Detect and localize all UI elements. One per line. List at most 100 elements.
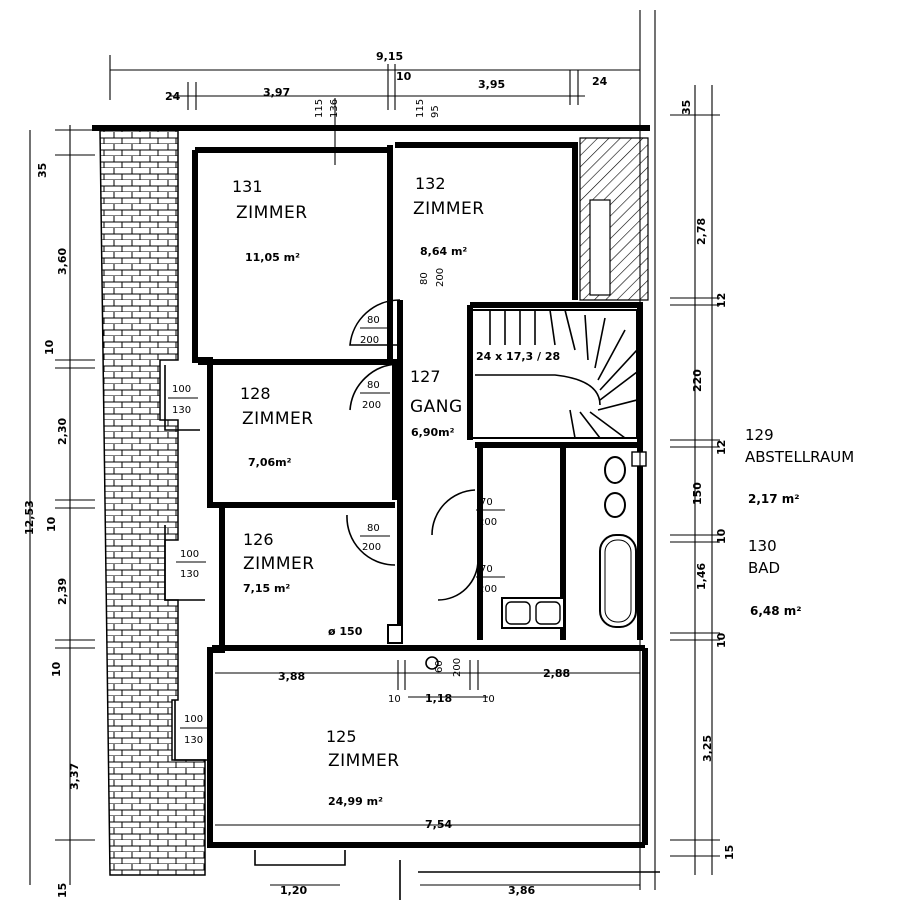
room-area: 24,99 m² — [328, 795, 383, 808]
svg-text:80: 80 — [419, 272, 430, 285]
svg-text:3,95: 3,95 — [478, 78, 505, 91]
room-number: 125 — [326, 727, 357, 746]
room-area: 2,17 m² — [748, 492, 800, 506]
svg-text:100: 100 — [180, 549, 199, 560]
room-number: 131 — [232, 177, 263, 196]
room-number: 130 — [748, 537, 777, 555]
right-hatch — [579, 137, 649, 301]
door-labels: 80 200 80 200 80 200 70 200 70 200 80 20… — [360, 268, 505, 677]
room-name: ZIMMER — [236, 203, 308, 223]
svg-text:7,54: 7,54 — [425, 818, 452, 831]
svg-text:2,39: 2,39 — [56, 578, 69, 605]
door-label: 80 200 — [360, 380, 390, 411]
room-126: 126 ZIMMER 7,15 m² — [243, 530, 315, 595]
room-name: BAD — [748, 559, 780, 577]
door-label: 80 200 — [360, 315, 390, 346]
door-label: 70 200 — [476, 564, 505, 595]
svg-text:10: 10 — [715, 528, 728, 544]
room-130: 130 BAD 6,48 m² — [748, 537, 802, 618]
svg-text:200: 200 — [362, 542, 381, 553]
room-area: 7,15 m² — [243, 582, 290, 595]
svg-text:150: 150 — [691, 482, 704, 505]
svg-text:115: 115 — [314, 99, 325, 118]
room-name: ZIMMER — [242, 409, 314, 429]
room-129: 129 ABSTELLRAUM 2,17 m² — [745, 426, 854, 506]
svg-text:200: 200 — [362, 400, 381, 411]
room-number: 126 — [243, 530, 274, 549]
svg-text:3,60: 3,60 — [56, 248, 69, 275]
room-131: 131 ZIMMER 11,05 m² — [232, 177, 308, 264]
svg-text:200: 200 — [478, 584, 497, 595]
svg-text:3,25: 3,25 — [701, 735, 714, 762]
svg-text:80: 80 — [367, 523, 380, 534]
bathroom-fixtures — [501, 451, 647, 629]
door-label-vertical: 60 200 — [434, 658, 463, 677]
svg-text:100: 100 — [172, 384, 191, 395]
window-labels: 100 130 100 130 100 130 — [168, 384, 210, 746]
svg-text:70: 70 — [480, 564, 493, 575]
svg-text:12: 12 — [715, 440, 728, 455]
svg-text:130: 130 — [180, 569, 199, 580]
svg-text:80: 80 — [367, 315, 380, 326]
svg-text:35: 35 — [680, 100, 693, 115]
room-area: 7,06m² — [248, 456, 292, 469]
svg-text:130: 130 — [172, 405, 191, 416]
svg-text:10: 10 — [43, 339, 56, 355]
svg-text:3,88: 3,88 — [278, 670, 305, 683]
door-label-vertical: 80 200 — [419, 268, 446, 287]
room-125: 125 ZIMMER 24,99 m² — [326, 727, 400, 808]
svg-text:3,97: 3,97 — [263, 86, 290, 99]
svg-text:200: 200 — [360, 335, 379, 346]
window-label: 100 130 — [180, 714, 210, 746]
room-name: GANG — [410, 397, 463, 417]
svg-text:12,53: 12,53 — [23, 500, 36, 535]
svg-text:200: 200 — [435, 268, 446, 287]
roof-slope-hatch — [99, 129, 206, 876]
room-number: 132 — [415, 174, 446, 193]
svg-text:2,30: 2,30 — [56, 418, 69, 445]
svg-text:70: 70 — [480, 497, 493, 508]
room-name: ZIMMER — [243, 554, 315, 574]
dimensions-left: 35 3,60 10 2,30 12,53 10 2,39 10 3,37 15 — [23, 125, 95, 898]
svg-text:80: 80 — [367, 380, 380, 391]
svg-text:9,15: 9,15 — [376, 50, 403, 63]
room-area: 8,64 m² — [420, 245, 467, 258]
door-swings — [346, 299, 479, 670]
dimensions-top: 9,15 24 3,97 10 3,95 24 115 136 115 95 — [109, 10, 656, 890]
svg-text:60: 60 — [434, 660, 445, 673]
svg-text:95: 95 — [430, 105, 441, 118]
staircase: 24 x 17,3 / 28 — [471, 309, 638, 439]
svg-text:10: 10 — [482, 694, 495, 705]
stairs-label: 24 x 17,3 / 28 — [476, 350, 560, 363]
svg-text:115: 115 — [415, 99, 426, 118]
svg-text:10: 10 — [715, 632, 728, 648]
room-name: ZIMMER — [328, 751, 400, 771]
svg-text:1,46: 1,46 — [695, 563, 708, 590]
svg-text:10: 10 — [50, 661, 63, 677]
svg-text:15: 15 — [723, 845, 736, 860]
svg-text:1,18: 1,18 — [425, 692, 452, 705]
svg-text:3,86: 3,86 — [508, 884, 535, 897]
room-number: 129 — [745, 426, 774, 444]
svg-text:35: 35 — [36, 163, 49, 178]
svg-text:1,20: 1,20 — [280, 884, 307, 897]
room-area: 6,90m² — [411, 426, 455, 439]
room-number: 128 — [240, 384, 271, 403]
svg-text:2,88: 2,88 — [543, 667, 570, 680]
room-number: 127 — [410, 367, 441, 386]
dimensions-middle: 3,88 10 1,18 10 2,88 7,54 1,20 3,86 — [215, 660, 640, 897]
dimensions-right: 35 2,78 12 220 12 150 10 1,46 10 3,25 15 — [670, 85, 736, 875]
room-name: ZIMMER — [413, 199, 485, 219]
room-128: 128 ZIMMER 7,06m² — [240, 384, 314, 469]
window-label: 100 130 — [176, 549, 206, 580]
svg-text:12: 12 — [715, 293, 728, 308]
svg-text:24: 24 — [165, 90, 181, 103]
chimney-label: ø 150 — [328, 625, 363, 638]
svg-text:3,37: 3,37 — [68, 763, 81, 790]
room-132: 132 ZIMMER 8,64 m² — [413, 174, 485, 258]
svg-text:220: 220 — [691, 369, 704, 392]
svg-text:200: 200 — [452, 658, 463, 677]
svg-text:24: 24 — [592, 75, 608, 88]
svg-text:10: 10 — [388, 694, 401, 705]
room-area: 6,48 m² — [750, 604, 802, 618]
